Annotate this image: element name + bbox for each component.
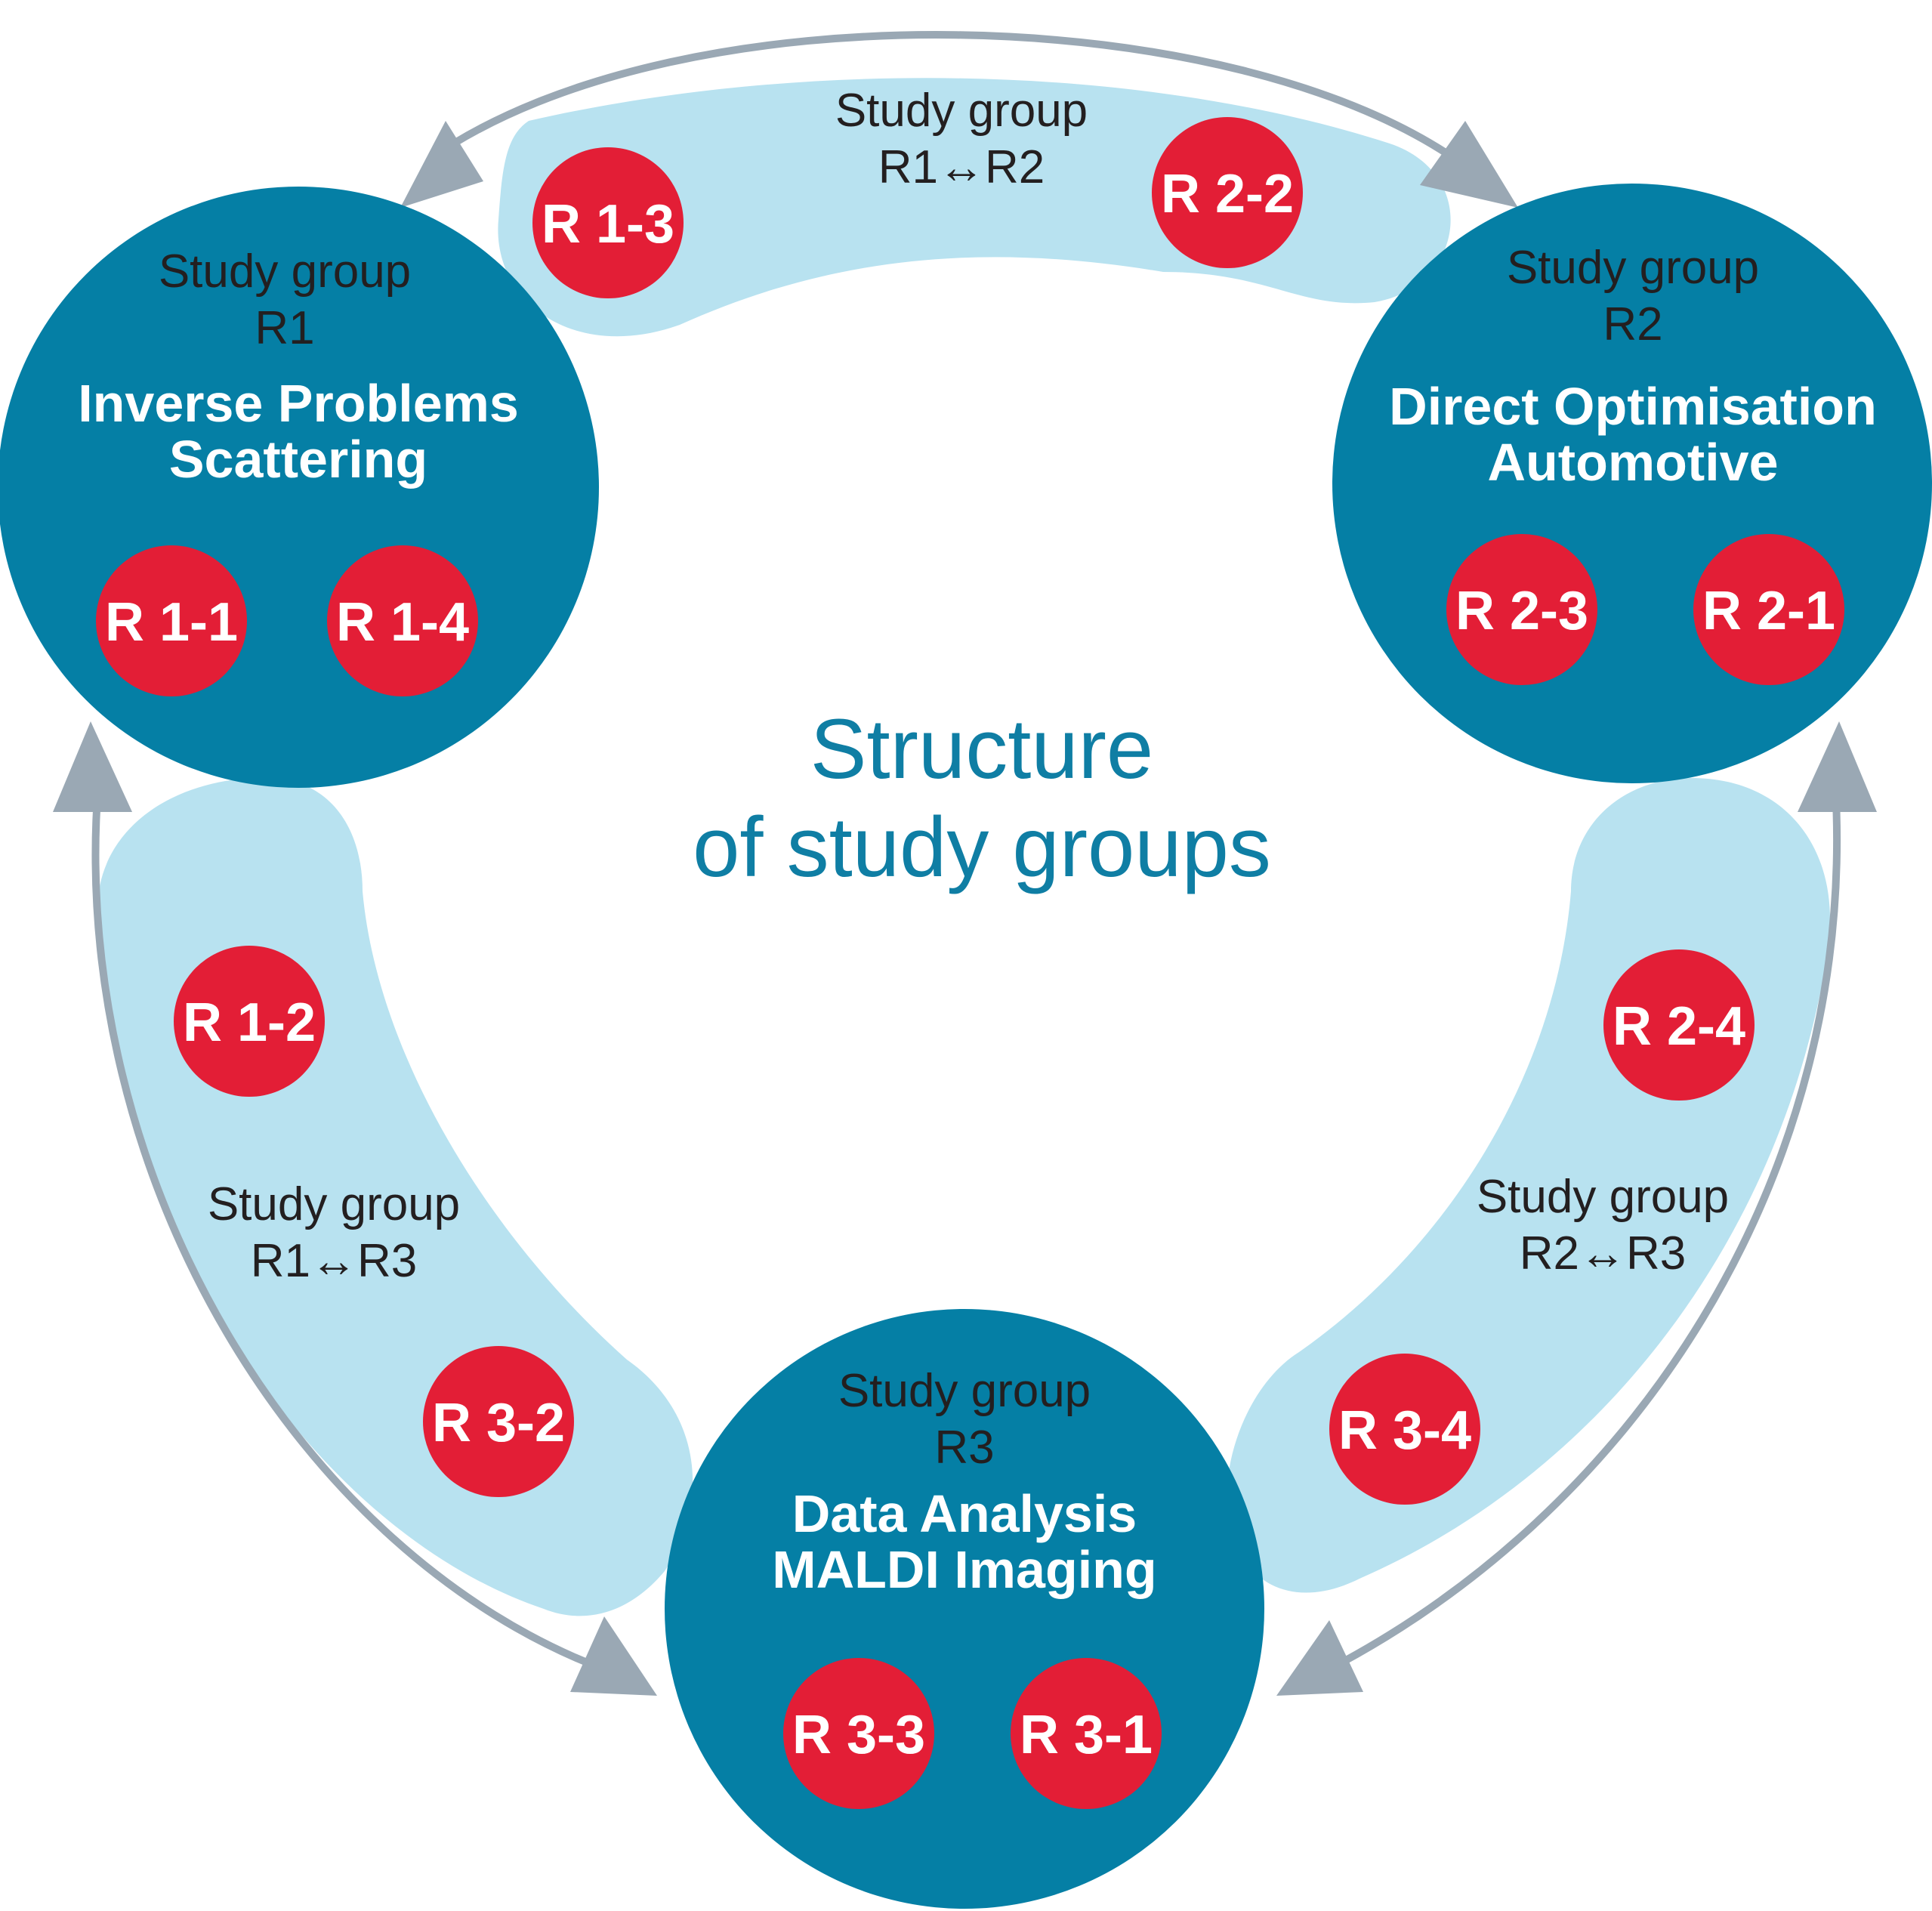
link-r1-r3-line2: R1↔R3 xyxy=(251,1235,418,1287)
arrow-r1-r2 xyxy=(428,31,1468,170)
arrowhead-r2-r3-top xyxy=(1798,721,1877,812)
group-r3-line2: R3 xyxy=(934,1422,994,1474)
badge-r1-1: R 1-1 xyxy=(96,545,247,696)
badge-r1-4: R 1-4 xyxy=(327,545,478,696)
link-r1-r3-line1: Study group xyxy=(208,1178,460,1230)
arrowhead-r1-r2-right xyxy=(1420,121,1518,208)
svg-text:R 2-2: R 2-2 xyxy=(1161,164,1294,224)
badge-r3-4: R 3-4 xyxy=(1329,1354,1480,1505)
svg-text:R 3-1: R 3-1 xyxy=(1020,1705,1153,1765)
group-r2-title2: Automotive xyxy=(1488,433,1779,492)
arrows xyxy=(91,31,1841,1681)
group-r2-title1: Direct Optimisation xyxy=(1389,377,1877,436)
link-r2-r3-line2: R2↔R3 xyxy=(1520,1227,1687,1280)
arrow-r1-r3 xyxy=(91,785,606,1673)
arrowhead-r2-r3-bottom xyxy=(1276,1620,1363,1696)
badge-r3-3: R 3-3 xyxy=(783,1658,934,1809)
arrowhead-r1-r2-left xyxy=(400,121,483,208)
badge-r1-2: R 1-2 xyxy=(174,946,325,1097)
group-r2-line1: Study group xyxy=(1507,242,1759,294)
svg-text:R 3-2: R 3-2 xyxy=(432,1393,565,1453)
svg-text:R 1-2: R 1-2 xyxy=(183,993,316,1053)
svg-text:R 1-3: R 1-3 xyxy=(542,194,674,255)
group-r1-line1: Study group xyxy=(159,245,411,298)
badge-r3-1: R 3-1 xyxy=(1011,1658,1162,1809)
group-r1-line2: R1 xyxy=(255,302,314,354)
group-r2-line2: R2 xyxy=(1603,298,1662,350)
svg-text:R 2-4: R 2-4 xyxy=(1613,996,1745,1057)
center-title-line2: of study groups xyxy=(693,800,1271,894)
svg-text:R 3-4: R 3-4 xyxy=(1338,1400,1471,1461)
arrowhead-r1-r3-bottom xyxy=(570,1616,657,1696)
svg-text:R 1-4: R 1-4 xyxy=(336,592,469,653)
link-r1-r2-line2: R1↔R2 xyxy=(878,141,1045,193)
badge-r2-2: R 2-2 xyxy=(1152,117,1303,268)
group-r1-title2: Scattering xyxy=(169,430,427,489)
group-r3-line1: Study group xyxy=(838,1365,1091,1417)
arrow-r2-r3 xyxy=(1312,785,1841,1681)
badge-r2-1: R 2-1 xyxy=(1693,534,1844,685)
svg-text:R 2-1: R 2-1 xyxy=(1702,581,1835,641)
badge-r3-2: R 3-2 xyxy=(423,1346,574,1497)
svg-text:R 1-1: R 1-1 xyxy=(105,592,238,653)
group-r1-title1: Inverse Problems xyxy=(78,374,519,433)
arrowheads xyxy=(53,121,1877,1696)
arrowhead-r1-r3-top xyxy=(53,721,132,812)
svg-text:R 3-3: R 3-3 xyxy=(792,1705,925,1765)
badge-r2-3: R 2-3 xyxy=(1446,534,1597,685)
svg-text:R 2-3: R 2-3 xyxy=(1455,581,1588,641)
link-r1-r2-line1: Study group xyxy=(835,85,1088,137)
link-r2-r3-line1: Study group xyxy=(1477,1171,1729,1223)
group-r3-title1: Data Analysis xyxy=(792,1484,1137,1543)
group-r3-title2: MALDI Imaging xyxy=(772,1540,1156,1599)
badge-r1-3: R 1-3 xyxy=(532,147,684,298)
badge-r2-4: R 2-4 xyxy=(1603,949,1755,1101)
center-title-line1: Structure xyxy=(810,702,1153,796)
